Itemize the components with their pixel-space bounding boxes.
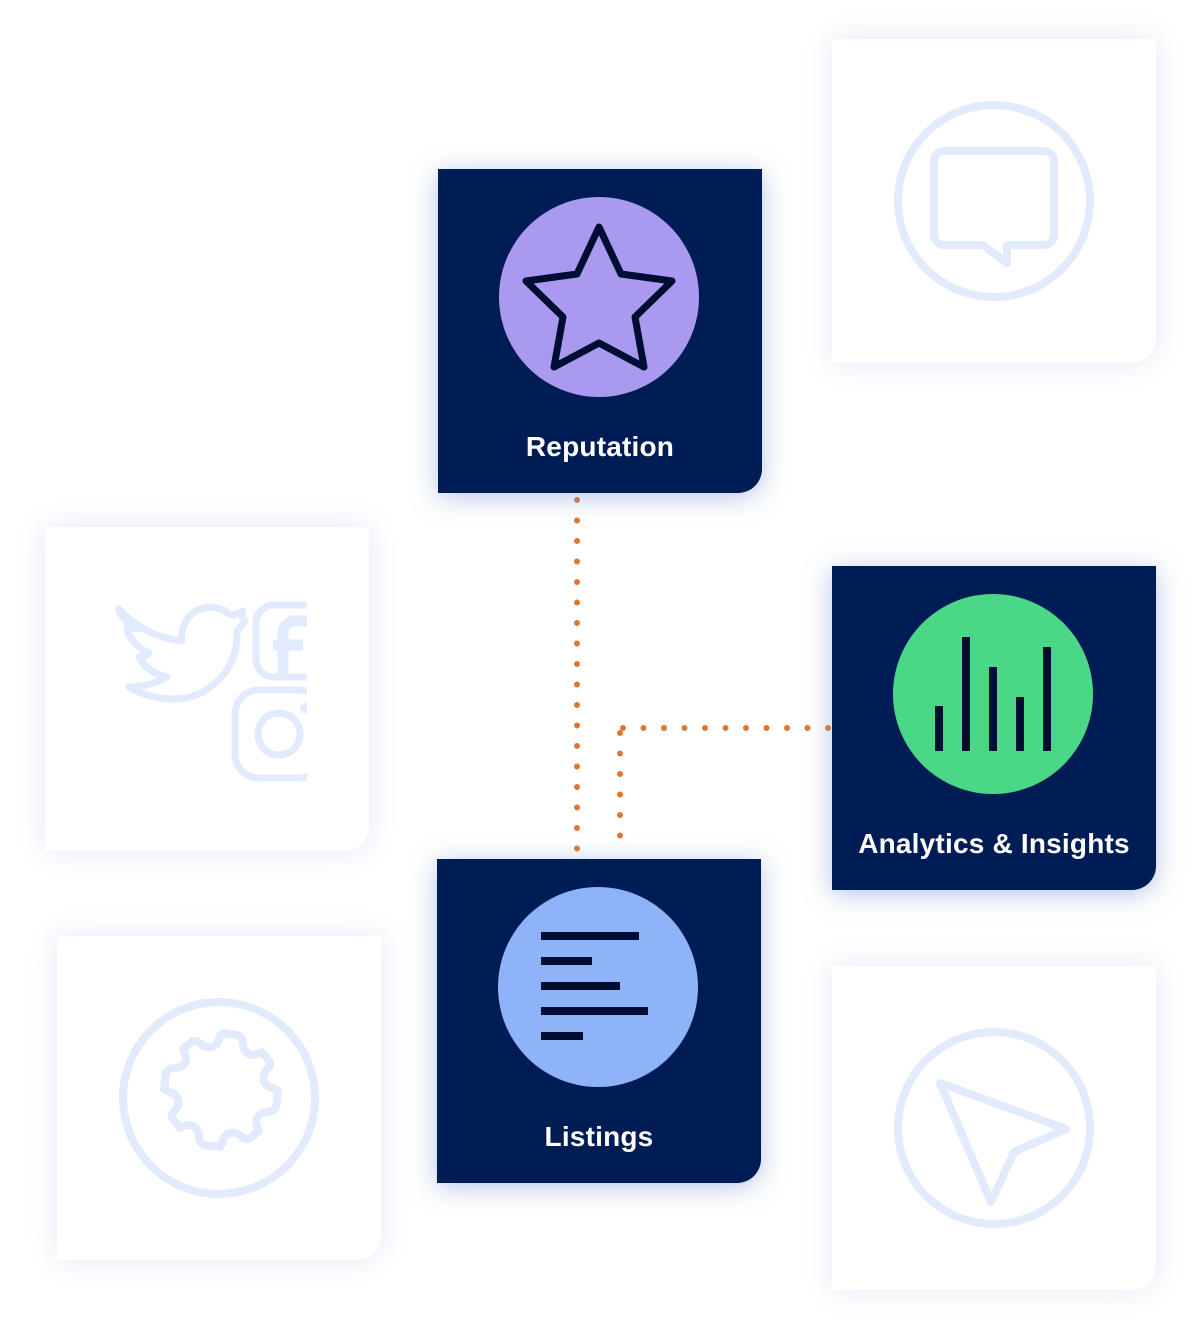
star-icon bbox=[522, 223, 676, 371]
bar-3 bbox=[989, 667, 997, 751]
gear-icon bbox=[119, 998, 319, 1198]
twitter-icon bbox=[115, 603, 249, 703]
bar-2 bbox=[962, 637, 970, 751]
chat-bubble-icon bbox=[894, 101, 1094, 301]
instagram-icon bbox=[231, 686, 307, 782]
listings-icon-circle bbox=[498, 887, 698, 1087]
card-social[interactable] bbox=[45, 527, 369, 851]
list-line-4 bbox=[541, 1007, 648, 1015]
analytics-icon-circle bbox=[893, 594, 1093, 794]
card-navigation[interactable] bbox=[832, 966, 1156, 1290]
list-line-2 bbox=[541, 957, 592, 965]
card-reputation[interactable]: Reputation bbox=[438, 169, 762, 493]
card-listings[interactable]: Listings bbox=[437, 859, 761, 1183]
facebook-icon bbox=[252, 601, 307, 681]
bar-1 bbox=[935, 706, 943, 751]
card-messaging[interactable] bbox=[832, 39, 1156, 363]
list-line-1 bbox=[541, 932, 639, 940]
list-line-3 bbox=[541, 982, 620, 990]
bar-4 bbox=[1016, 697, 1024, 751]
social-icons-group bbox=[115, 601, 307, 782]
card-label-listings: Listings bbox=[544, 1121, 654, 1152]
card-settings[interactable] bbox=[57, 936, 381, 1260]
reputation-icon-circle bbox=[499, 197, 699, 397]
list-lines-icon bbox=[541, 932, 648, 1040]
card-label-analytics: Analytics & Insights bbox=[858, 828, 1130, 859]
navigation-arrow-icon bbox=[894, 1028, 1094, 1228]
list-line-5 bbox=[541, 1032, 583, 1040]
bar-chart-icon bbox=[935, 637, 1051, 751]
bar-5 bbox=[1043, 647, 1051, 751]
card-label-reputation: Reputation bbox=[525, 431, 675, 462]
card-analytics[interactable]: Analytics & Insights bbox=[832, 566, 1156, 890]
